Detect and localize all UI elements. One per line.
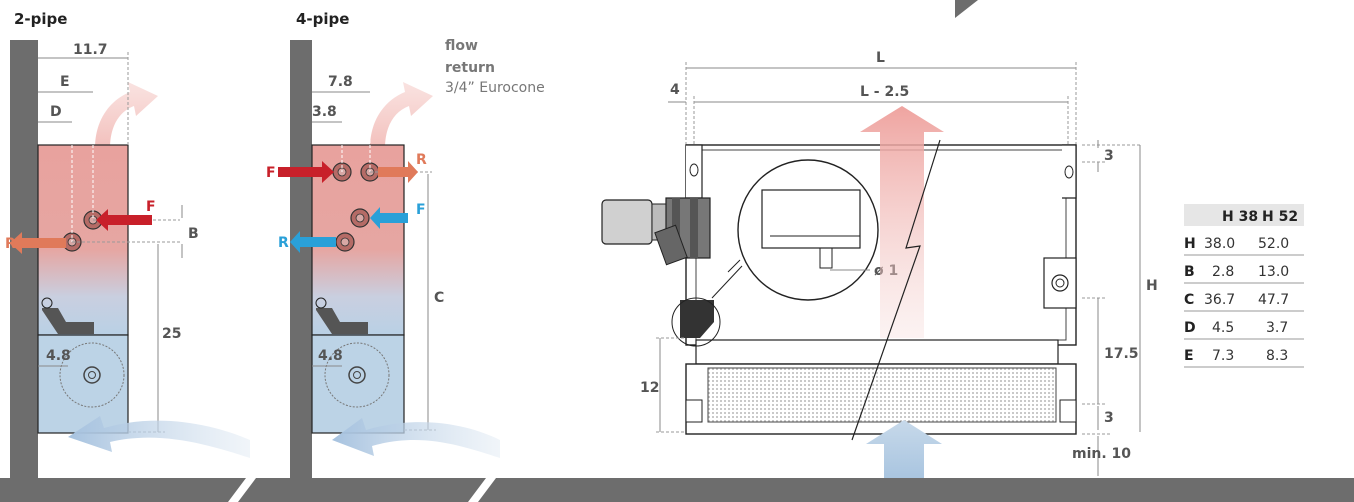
table-cell: 13.0 bbox=[1258, 264, 1289, 280]
fan-wheel bbox=[324, 342, 390, 408]
table-cell: 52.0 bbox=[1258, 236, 1289, 252]
valve-actuator bbox=[601, 199, 653, 245]
dim-l: L bbox=[876, 50, 885, 66]
two-pipe-diagram: 2-pipe F R 11.7 E bbox=[5, 10, 250, 480]
table-header-h38: H 38 bbox=[1222, 209, 1258, 225]
return-label-cool: R bbox=[278, 235, 289, 251]
dimension-table: H 38 H 52 H 38.0 52.0 B 2.8 13.0 C 36.7 … bbox=[1184, 204, 1304, 368]
table-cell: 8.3 bbox=[1266, 348, 1288, 364]
flow-label: F bbox=[146, 199, 156, 215]
wall bbox=[290, 40, 312, 480]
cold-air-arrow bbox=[68, 416, 250, 458]
detail-circle-small bbox=[671, 297, 721, 347]
drain-tray bbox=[42, 308, 94, 334]
table-cell: 47.7 bbox=[1258, 292, 1289, 308]
table-row-label: C bbox=[1184, 292, 1194, 308]
detail-circle bbox=[737, 159, 879, 301]
table-cell: 7.3 bbox=[1212, 348, 1234, 364]
table-row-label: E bbox=[1184, 348, 1194, 364]
dim-3-bottom: 3 bbox=[1104, 410, 1114, 426]
drain-hole bbox=[41, 297, 53, 309]
dim-min-10: min. 10 bbox=[1072, 446, 1131, 462]
table-cell: 4.5 bbox=[1212, 320, 1234, 336]
table-header-bg bbox=[1184, 204, 1304, 226]
table-header-h52: H 52 bbox=[1262, 209, 1298, 225]
cold-air-arrow bbox=[866, 420, 942, 478]
break-line bbox=[851, 139, 941, 441]
dim-3-top: 3 bbox=[1104, 148, 1114, 164]
legend-connector: 3/4” Eurocone bbox=[445, 80, 545, 96]
dim-h: H bbox=[1146, 278, 1158, 294]
dim-l-2-5: L - 2.5 bbox=[860, 84, 909, 100]
table-row-label: H bbox=[1184, 236, 1196, 252]
drain-hole bbox=[315, 297, 327, 309]
drain-tray bbox=[316, 308, 368, 334]
dim-4: 4 bbox=[670, 82, 680, 98]
warm-air-arrow bbox=[860, 106, 944, 338]
dim-c: C bbox=[434, 290, 444, 306]
floor bbox=[0, 478, 1354, 502]
dim-4-8: 4.8 bbox=[46, 348, 71, 364]
dim-17-5: 17.5 bbox=[1104, 346, 1139, 362]
table-cell: 38.0 bbox=[1204, 236, 1235, 252]
table-row-label: B bbox=[1184, 264, 1195, 280]
dim-3-8: 3.8 bbox=[312, 104, 337, 120]
fan-box bbox=[311, 334, 405, 434]
dim-4-8: 4.8 bbox=[318, 348, 343, 364]
dim-7-8: 7.8 bbox=[328, 74, 353, 90]
front-view: L L - 2.5 4 bbox=[601, 50, 1158, 478]
table-cell: 3.7 bbox=[1266, 320, 1288, 336]
wall bbox=[10, 40, 38, 480]
legend: flow return 3/4” Eurocone bbox=[445, 38, 545, 96]
return-label: R bbox=[5, 236, 16, 252]
fan-wheel bbox=[59, 342, 125, 408]
two-pipe-title: 2-pipe bbox=[14, 10, 67, 28]
flow-arrow bbox=[96, 209, 152, 231]
flow-arrow-heat bbox=[278, 161, 334, 183]
dim-b: B bbox=[188, 226, 199, 242]
pump bbox=[680, 300, 714, 338]
warm-air-arrow bbox=[370, 82, 433, 148]
dim-e: E bbox=[60, 74, 70, 90]
four-pipe-title: 4-pipe bbox=[296, 10, 349, 28]
air-grille bbox=[707, 367, 1057, 423]
flow-arrow-cool bbox=[370, 207, 408, 229]
table-row-label: D bbox=[1184, 320, 1196, 336]
return-label-heat: R bbox=[416, 152, 427, 168]
table-cell: 2.8 bbox=[1212, 264, 1234, 280]
dim-25: 25 bbox=[162, 326, 181, 342]
legend-return: return bbox=[445, 60, 495, 76]
warm-air-arrow bbox=[95, 82, 158, 148]
four-pipe-diagram: 4-pipe F R F R 7.8 3.8 bbox=[266, 10, 500, 480]
table-cell: 36.7 bbox=[1204, 292, 1235, 308]
dim-12: 12 bbox=[640, 380, 659, 396]
dim-11-7: 11.7 bbox=[73, 42, 108, 58]
legend-flow: flow bbox=[445, 38, 478, 54]
flow-label-cool: F bbox=[416, 202, 426, 218]
cold-air-arrow bbox=[332, 418, 500, 458]
return-arrow bbox=[10, 232, 66, 254]
return-arrow-cool bbox=[290, 231, 336, 253]
corner-triangle bbox=[955, 0, 978, 18]
return-arrow-heat bbox=[378, 161, 418, 183]
dim-d: D bbox=[50, 104, 62, 120]
flow-label-heat: F bbox=[266, 165, 276, 181]
fan-box bbox=[37, 334, 129, 434]
